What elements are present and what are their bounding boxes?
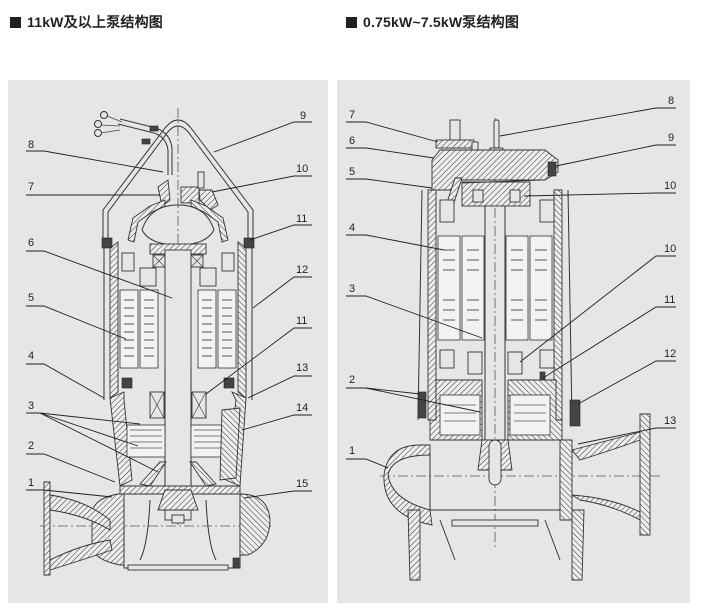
callout-label: 3 (349, 283, 355, 295)
discharge-flange (43, 481, 51, 576)
upper-housing-left (127, 199, 166, 243)
small-pump-callouts: 7 6 5 4 3 2 1 8 9 10 10 11 (346, 95, 676, 469)
callout-label: 13 (664, 415, 676, 427)
callout-label: 7 (28, 181, 34, 193)
callout-label: 12 (296, 264, 308, 276)
callout-label: 9 (668, 132, 674, 144)
callout-label: 6 (349, 135, 355, 147)
mechanical-seal-right (509, 394, 551, 436)
lifting-eye (493, 119, 500, 149)
volute-left (383, 444, 433, 526)
large-pump-drawing (40, 108, 272, 576)
power-cable (94, 111, 173, 175)
callout-label: 11 (296, 213, 307, 225)
lower-bearing-right (507, 351, 523, 375)
callout-label: 13 (296, 362, 308, 374)
callout-label: 1 (349, 445, 355, 457)
callout-label: 11 (664, 294, 675, 306)
foot-left (407, 509, 421, 581)
stator-lamination-lines (124, 299, 232, 357)
impeller-hub (157, 489, 199, 511)
upper-housing-right (190, 199, 229, 243)
discharge-flange (639, 413, 651, 536)
callout-label: 2 (349, 374, 355, 386)
callout-label: 7 (349, 109, 355, 121)
callout-label: 3 (28, 400, 34, 412)
callout-label: 14 (296, 402, 308, 414)
large-pump-callouts: 8 7 6 5 4 3 2 1 9 10 11 12 (26, 110, 312, 499)
motor-casing-left (427, 189, 437, 421)
heading-text: 0.75kW~7.5kW泵结构图 (363, 14, 520, 30)
lifting-handle (102, 119, 254, 245)
mechanical-seal-left (439, 394, 481, 436)
discharge-outlet-wall (559, 439, 573, 521)
callout-label: 12 (664, 348, 676, 360)
leak-sensor-block (219, 407, 241, 481)
callout-label: 9 (300, 110, 306, 122)
callout-label: 5 (349, 166, 355, 178)
heading-small-pump: 0.75kW~7.5kW泵结构图 (346, 12, 519, 32)
motor-casing-left (109, 241, 119, 399)
stator (437, 235, 553, 341)
callout-label: 8 (668, 95, 674, 107)
top-cover-plug (180, 186, 200, 204)
motor-casing-right (237, 241, 247, 399)
callout-label: 5 (28, 292, 34, 304)
heading-square-icon (346, 16, 357, 28)
callout-label: 10 (664, 243, 676, 255)
callout-label: 10 (296, 163, 308, 175)
heading-square-icon (10, 16, 21, 28)
callout-label: 4 (349, 222, 355, 234)
volute-right (239, 493, 271, 556)
callout-label: 4 (28, 350, 34, 362)
motor-shaft (164, 249, 192, 521)
callout-label: 10 (664, 180, 676, 192)
foot-right (571, 509, 585, 581)
heading-large-pump: 11kW及以上泵结构图 (10, 12, 163, 32)
callout-label: 6 (28, 237, 34, 249)
callout-label: 2 (28, 440, 34, 452)
callout-label: 8 (28, 139, 34, 151)
stator-lamination-lines (443, 249, 547, 321)
lower-bearing-left (467, 351, 483, 375)
heading-text: 11kW及以上泵结构图 (27, 14, 163, 30)
small-pump-drawing (380, 118, 660, 581)
cable-gland (157, 179, 171, 207)
callout-label: 15 (296, 478, 308, 490)
callout-label: 11 (296, 315, 307, 327)
callout-label: 1 (28, 477, 34, 489)
